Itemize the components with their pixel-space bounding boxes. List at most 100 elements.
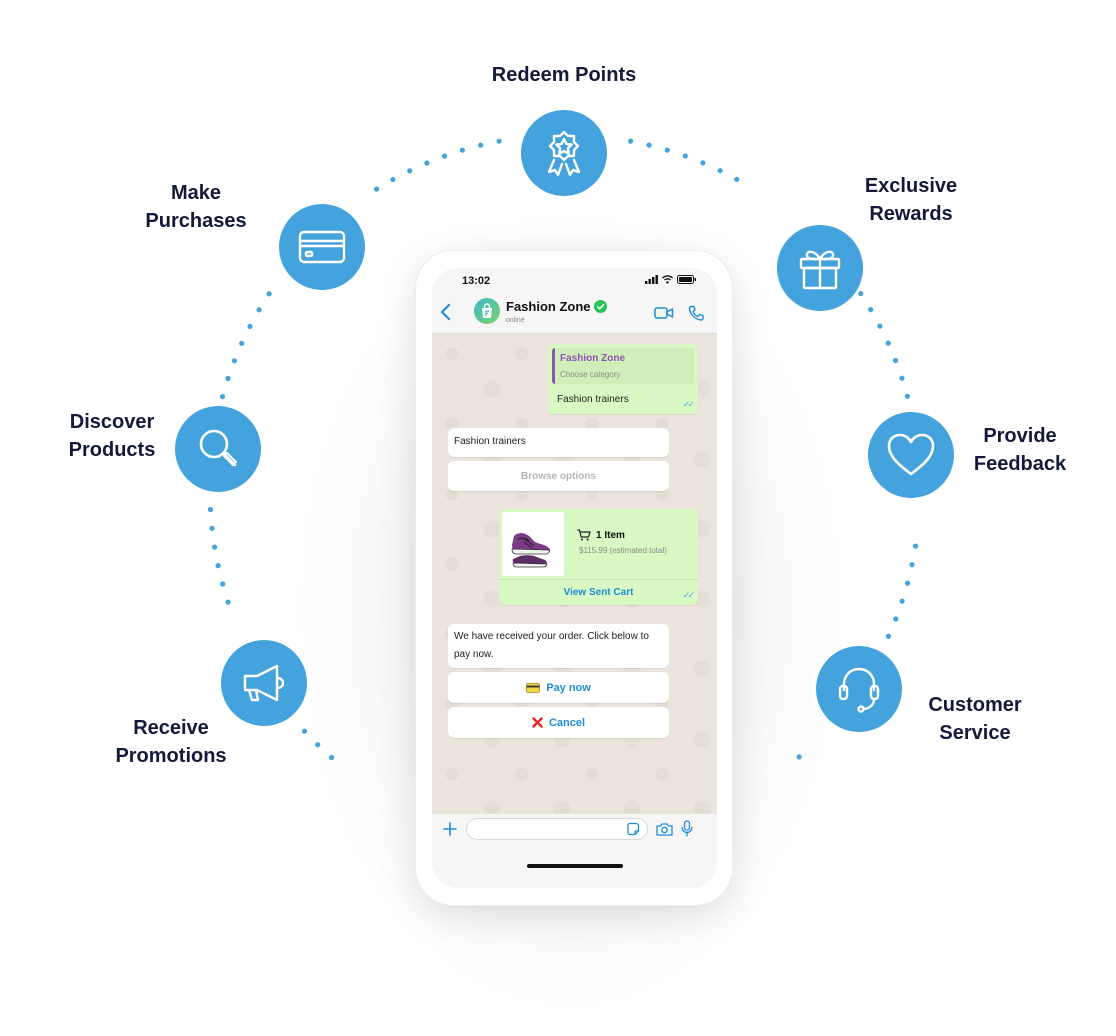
- view-sent-cart-link[interactable]: View Sent Cart: [499, 579, 698, 605]
- label-provide-feedback: Provide Feedback: [973, 425, 1067, 475]
- ring-dot: [628, 138, 634, 144]
- message-input-bar: [432, 814, 717, 888]
- ring-dot: [407, 168, 413, 174]
- read-ticks-icon: ✓✓: [682, 590, 695, 600]
- back-arrow-icon[interactable]: [438, 302, 454, 322]
- contact-name[interactable]: Fashion Zone: [506, 299, 591, 314]
- magnifier-icon: [199, 429, 238, 467]
- video-call-icon[interactable]: [654, 306, 674, 320]
- ring-dot: [239, 340, 245, 346]
- heart-icon: [887, 433, 935, 476]
- headset-icon: [838, 667, 880, 713]
- ring-dot: [717, 168, 723, 174]
- ring-dot: [912, 543, 919, 549]
- label-receive-promotions: Receive Promotions: [115, 717, 227, 767]
- credit-card-icon: [298, 230, 346, 264]
- browse-options-label: Browse options: [520, 470, 596, 482]
- quoted-message[interactable]: Fashion Zone Choose category: [552, 348, 694, 384]
- ring-dot: [231, 358, 237, 364]
- status-bar: 13:02: [432, 268, 717, 294]
- phone-mockup: 13:02 Fashion Zone online Fashion Zone: [415, 250, 733, 906]
- wifi-icon: [662, 275, 673, 284]
- quote-subtitle: Choose category: [560, 370, 621, 379]
- phone-screen: 13:02 Fashion Zone online Fashion Zone: [432, 268, 717, 888]
- home-indicator: [527, 864, 623, 868]
- pay-now-button[interactable]: Pay now: [448, 672, 669, 703]
- ring-dot: [893, 616, 899, 622]
- view-sent-cart-label: View Sent Cart: [563, 587, 634, 598]
- ring-dot: [247, 323, 253, 329]
- ring-dot: [858, 290, 864, 297]
- ring-dot: [266, 291, 272, 297]
- avatar[interactable]: [474, 298, 500, 324]
- credit-card-icon: [526, 682, 541, 693]
- sticker-icon[interactable]: [626, 822, 640, 836]
- ring-dot: [215, 563, 221, 569]
- ring-dot: [892, 357, 899, 364]
- cross-icon: [532, 717, 543, 728]
- cart-count: 1 Item: [596, 529, 625, 541]
- battery-icon: [677, 275, 696, 284]
- status-time: 13:02: [462, 275, 491, 287]
- provide-feedback-badge: [868, 412, 954, 498]
- ring-dot: [496, 138, 502, 144]
- camera-icon[interactable]: [656, 822, 673, 836]
- ring-dot: [682, 153, 688, 159]
- label-customer-service: Customer Service: [928, 694, 1022, 744]
- verified-icon: [594, 300, 607, 313]
- cart-bubble: 1 Item $115.99 (estimated total) View Se…: [499, 509, 698, 605]
- ring-dot: [734, 176, 740, 182]
- phone-call-icon[interactable]: [688, 305, 704, 321]
- message-input[interactable]: [466, 818, 648, 840]
- ring-dot: [301, 728, 308, 734]
- discover-products-badge: [175, 406, 261, 492]
- reply-text: Fashion trainers: [557, 394, 629, 405]
- ring-dot: [899, 375, 905, 381]
- ring-dot: [209, 525, 215, 531]
- label-exclusive-rewards: Exclusive Rewards: [864, 175, 958, 225]
- label-make-purchases: Make Purchases: [145, 182, 247, 232]
- order-message-bubble: We have received your order. Click below…: [448, 624, 669, 668]
- order-text: We have received your order. Click below…: [454, 631, 649, 660]
- ring-dot: [905, 580, 911, 586]
- ring-dot: [315, 742, 321, 748]
- label-discover-products: Discover Products: [68, 411, 156, 461]
- system-indicators: [645, 275, 697, 284]
- ring-dot: [207, 506, 214, 513]
- ring-dot: [909, 562, 915, 568]
- ring-dot: [664, 147, 670, 153]
- receive-promotions-badge: [221, 640, 307, 726]
- ring-dot: [256, 307, 262, 313]
- chat-area: Fashion Zone Choose category Fashion tra…: [432, 334, 717, 814]
- signal-icon: [645, 275, 658, 284]
- plus-icon[interactable]: [443, 822, 457, 836]
- ring-dot: [459, 147, 465, 153]
- chat-header: Fashion Zone online: [432, 294, 717, 334]
- ring-dot: [877, 323, 883, 329]
- microphone-icon[interactable]: [681, 820, 693, 837]
- exclusive-rewards-badge: [777, 225, 863, 311]
- ring-dot: [885, 340, 891, 346]
- ring-dot: [424, 160, 430, 166]
- cart-summary: 1 Item: [577, 529, 625, 541]
- ring-dot: [374, 186, 380, 192]
- ring-dot: [796, 754, 802, 760]
- shopping-bag-icon: [482, 303, 492, 318]
- cart-icon: [577, 529, 591, 541]
- ring-dot: [700, 160, 706, 166]
- cancel-button[interactable]: Cancel: [448, 707, 669, 738]
- incoming-list-bubble: Fashion trainers: [448, 428, 669, 457]
- browse-options-button[interactable]: Browse options: [448, 461, 669, 491]
- make-purchases-badge: [279, 204, 365, 290]
- ring-dot: [220, 581, 226, 587]
- megaphone-icon: [243, 664, 285, 702]
- customer-service-badge: [816, 646, 902, 732]
- quote-title: Fashion Zone: [560, 353, 625, 364]
- sneaker-icon: [511, 533, 551, 568]
- ring-dot: [868, 307, 874, 313]
- product-image[interactable]: [502, 512, 564, 576]
- read-ticks-icon: ✓✓: [682, 399, 695, 409]
- ring-dot: [225, 375, 231, 382]
- cancel-label: Cancel: [548, 716, 586, 729]
- ring-dot: [390, 176, 396, 183]
